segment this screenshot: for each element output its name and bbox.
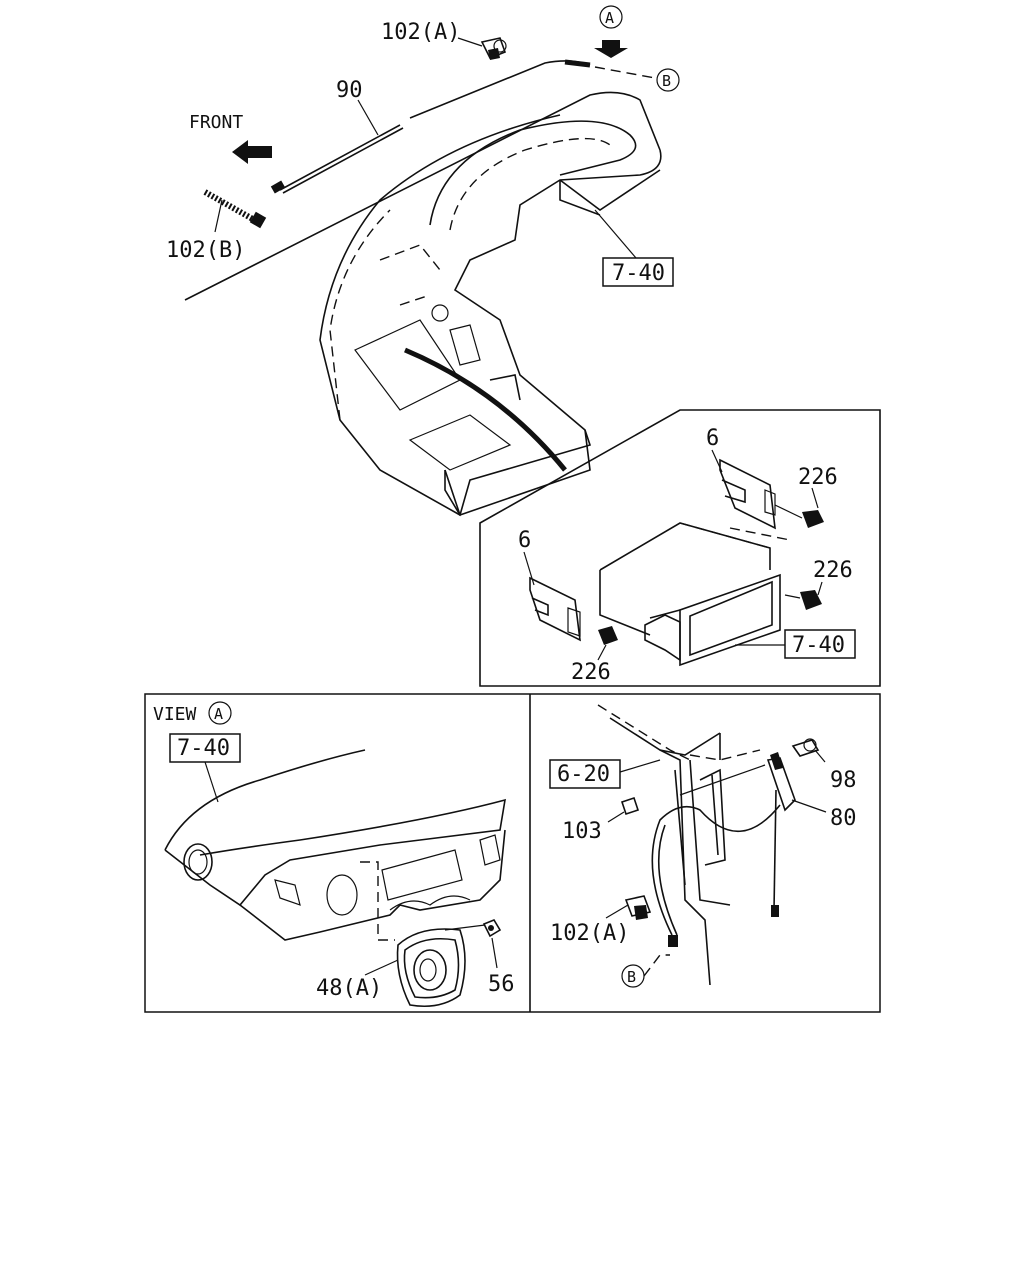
label-view-ref-740: 7-40 [177, 736, 230, 761]
top-leaders [214, 37, 674, 287]
bottom-frame [144, 693, 881, 1013]
front-arrow-icon [232, 140, 272, 164]
clip-102a-top [480, 37, 507, 60]
view-a-arrow-icon [594, 5, 628, 58]
label-ref-620: 6-20 [557, 762, 610, 787]
label-80: 80 [830, 806, 857, 831]
label-circle-b-top: B [662, 72, 671, 90]
label-circle-b-bottom: B [627, 968, 636, 986]
label-front: FRONT [189, 112, 243, 133]
label-inset-6-lower: 6 [518, 528, 531, 553]
label-48a: 48(A) [316, 976, 382, 1001]
label-view-circle-a: A [214, 705, 223, 723]
label-inset-ref-740: 7-40 [792, 633, 845, 658]
label-98: 98 [830, 768, 857, 793]
label-56: 56 [488, 972, 515, 997]
circle-b-top-icon [656, 68, 680, 92]
inset-radio-pocket [479, 409, 881, 687]
label-inset-226-lower: 226 [571, 660, 611, 685]
label-circle-a-top: A [605, 9, 614, 27]
label-inset-226-upper: 226 [798, 465, 838, 490]
label-ref-740-top: 7-40 [612, 261, 665, 286]
label-102b: 102(B) [166, 238, 245, 263]
a-pillar-panel [549, 704, 827, 988]
view-a-panel [164, 701, 506, 1008]
label-inset-226-mid: 226 [813, 558, 853, 583]
label-102a-top: 102(A) [381, 20, 460, 45]
tie-strap-102b [203, 189, 267, 229]
label-103: 103 [562, 819, 602, 844]
label-102a-bottom: 102(A) [550, 921, 629, 946]
label-view: VIEW [153, 704, 197, 725]
antenna-cable [270, 59, 656, 194]
label-inset-6-upper: 6 [706, 426, 719, 451]
instrument-panel-assembly [184, 91, 662, 517]
label-90: 90 [336, 78, 363, 103]
